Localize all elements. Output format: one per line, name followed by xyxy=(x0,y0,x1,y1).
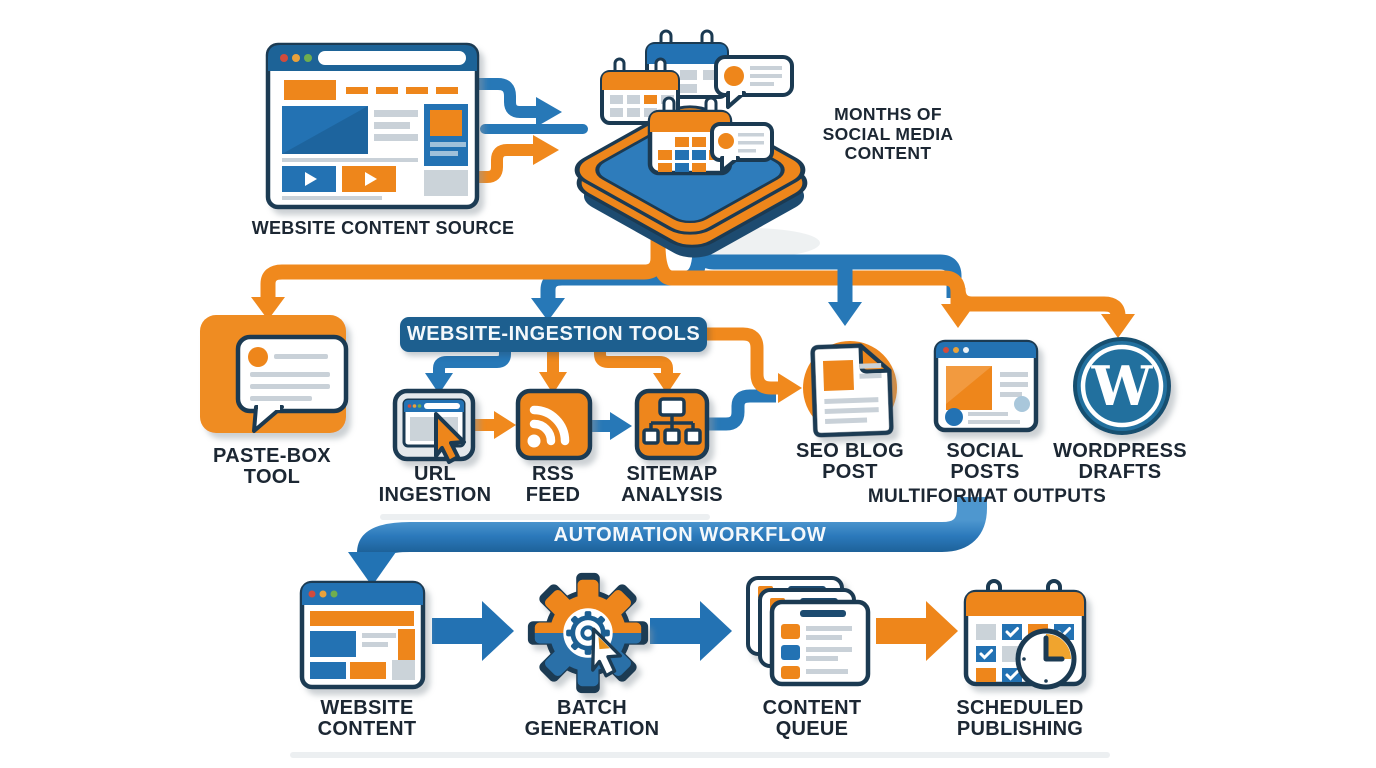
website-source-browser-icon xyxy=(265,42,480,210)
arrow-url-to-rss xyxy=(470,411,516,439)
paste-box-tool-icon xyxy=(200,315,349,433)
arrow-website-to-batch xyxy=(432,601,514,661)
label-sitemap-analysis: SITEMAP ANALYSIS xyxy=(621,463,723,507)
website-content-icon xyxy=(299,580,426,690)
automation-workflow-band xyxy=(348,493,987,586)
speech-bubble-icon xyxy=(714,55,794,109)
label-seo-blog-post: SEO BLOG POST xyxy=(796,440,904,484)
arrow-banner-to-sitemap xyxy=(594,348,681,394)
label-social-posts: SOCIAL POSTS xyxy=(946,440,1024,484)
arrow-sitemap-to-seo xyxy=(707,389,776,431)
arrow-rss-to-sitemap xyxy=(590,412,632,440)
arrow-banner-to-url-ingestion xyxy=(425,348,511,394)
arrow-months-to-wordpress xyxy=(950,287,1135,338)
arrow-queue-to-scheduled xyxy=(876,601,958,661)
label-content-queue: CONTENT QUEUE xyxy=(762,697,862,741)
label-multiformat-outputs: MULTIFORMAT OUTPUTS xyxy=(867,486,1107,507)
arrow-months-to-seo-blog xyxy=(828,260,862,326)
clock-icon xyxy=(1015,628,1077,690)
scheduled-publishing-icon xyxy=(963,579,1087,690)
label-website-content-source: WEBSITE CONTENT SOURCE xyxy=(251,218,515,238)
automation-workflow-banner: AUTOMATION WORKFLOW xyxy=(553,524,827,546)
arrow-banner-to-rss-feed xyxy=(539,350,567,394)
seo-blog-post-icon xyxy=(803,341,897,438)
ingestion-tools-banner: WEBSITE-INGESTION TOOLS xyxy=(400,317,707,352)
batch-generation-gear-icon xyxy=(527,572,649,694)
content-queue-icon xyxy=(746,576,871,687)
label-url-ingestion: URL INGESTION xyxy=(378,463,492,507)
url-ingestion-icon xyxy=(392,388,476,464)
wordpress-logo-icon: W xyxy=(1073,337,1171,435)
rss-feed-icon xyxy=(515,388,593,461)
sitemap-analysis-icon xyxy=(634,388,710,461)
label-rss-feed: RSS FEED xyxy=(525,463,581,507)
label-wordpress-drafts: WORDPRESS DRAFTS xyxy=(1053,440,1187,484)
label-scheduled-publishing: SCHEDULED PUBLISHING xyxy=(956,697,1084,741)
social-posts-icon xyxy=(933,339,1039,433)
speech-bubble-icon xyxy=(710,122,774,173)
arrow-batch-to-queue xyxy=(650,601,732,661)
wordpress-monogram: W xyxy=(1091,354,1154,418)
label-months-of-content: MONTHS OF SOCIAL MEDIA CONTENT xyxy=(822,104,954,164)
label-paste-box-tool: PASTE-BOX TOOL xyxy=(213,445,331,489)
arrow-source-to-months-blue xyxy=(477,78,588,134)
label-batch-generation: BATCH GENERATION xyxy=(524,697,660,741)
label-website-content: WEBSITE CONTENT xyxy=(317,697,417,741)
months-calendar-stack-icon xyxy=(574,29,808,258)
arrow-source-to-months-orange xyxy=(477,135,559,183)
arrow-banner-to-seo xyxy=(707,327,802,403)
